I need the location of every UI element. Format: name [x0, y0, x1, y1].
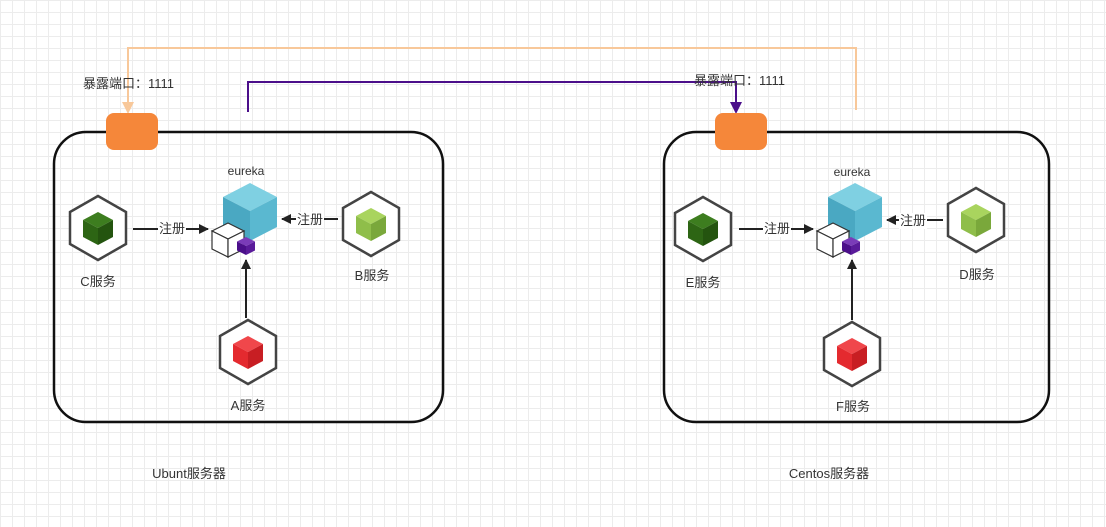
service-d-icon[interactable] [946, 186, 1006, 254]
register-label: 注册 [295, 212, 325, 228]
port-label: 暴露端口：1111 [694, 73, 786, 88]
service-d-label: D服务 [959, 267, 995, 282]
service-c-icon[interactable] [68, 194, 128, 262]
register-label: 注册 [898, 213, 928, 229]
service-f-label: F服务 [836, 399, 870, 414]
small-purple-cube-icon [842, 237, 860, 255]
server-name-label: Ubunt服务器 [152, 466, 226, 481]
service-e-icon[interactable] [673, 195, 733, 263]
eureka-label: eureka [833, 165, 871, 179]
port-label: 暴露端口：1111 [83, 76, 175, 91]
server-box-ubunt [52, 130, 445, 424]
server-box-centos [662, 130, 1051, 424]
service-b-label: B服务 [354, 268, 390, 283]
port-node[interactable] [715, 113, 767, 150]
service-c-label: C服务 [80, 274, 116, 289]
service-a-label: A服务 [230, 398, 266, 413]
small-purple-cube-icon [237, 237, 255, 255]
server-name-label: Centos服务器 [788, 466, 870, 481]
purple-link [247, 81, 742, 114]
service-a-icon[interactable] [218, 318, 278, 386]
register-label: 注册 [157, 221, 187, 237]
eureka-cube-icon [223, 183, 277, 241]
service-f-icon[interactable] [822, 320, 882, 388]
service-b-icon[interactable] [341, 190, 401, 258]
service-e-label: E服务 [685, 275, 721, 290]
port-node[interactable] [106, 113, 158, 150]
eureka-label: eureka [227, 164, 265, 178]
orange-link [122, 47, 857, 114]
small-white-cube-icon [210, 222, 246, 258]
small-white-cube-icon [815, 222, 851, 258]
register-label: 注册 [762, 221, 792, 237]
